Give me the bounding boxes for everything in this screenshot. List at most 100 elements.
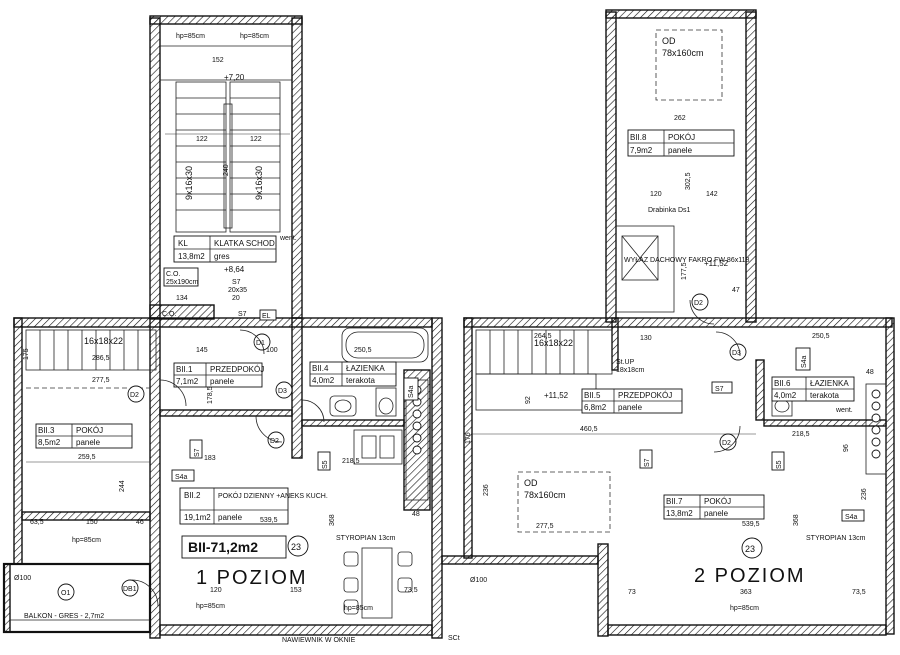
door-tag-label: DB1	[123, 586, 137, 593]
svg-text:13,8m2: 13,8m2	[666, 509, 693, 518]
svg-text:panele: panele	[218, 513, 243, 522]
dimension-label: 73	[628, 589, 636, 596]
dimension-label: 142	[706, 191, 718, 198]
apartment-number-badge	[741, 537, 763, 559]
shaft-dim-label: 20x35	[228, 287, 247, 294]
svg-text:POKÓJ: POKÓJ	[668, 133, 695, 142]
dimension-label: 368	[793, 514, 800, 526]
door-tag-db1	[121, 579, 139, 597]
svg-text:BII.7: BII.7	[666, 497, 683, 506]
svg-text:panele: panele	[668, 146, 693, 155]
room-tag-bii2: BII.2 POKÓJ DZIENNY +ANEKS KUCH. 19,1m2 …	[179, 487, 328, 525]
apartment-number: 23	[291, 542, 301, 552]
svg-text:7,1m2: 7,1m2	[176, 377, 199, 386]
svg-text:ŁAZIENKA: ŁAZIENKA	[346, 364, 385, 373]
stair-flights	[165, 81, 290, 233]
door-tags: D1 D2 D2 D2 D2 D3 D3	[127, 293, 747, 451]
dimension-label: 73,5	[404, 587, 418, 594]
stair-spec-label: 16x18x22	[534, 338, 573, 348]
dimension-label: 145	[196, 347, 208, 354]
dimension-label: 277,5	[92, 377, 110, 384]
svg-text:8,5m2: 8,5m2	[38, 438, 61, 447]
internal-stair-l2	[475, 329, 613, 411]
dimension-label: 539,5	[260, 517, 278, 524]
level-label: +11,52	[704, 259, 729, 268]
level2-walls	[441, 317, 895, 637]
dimension-label: 120	[650, 191, 662, 198]
svg-text:7,9m2: 7,9m2	[630, 146, 653, 155]
svg-text:terakota: terakota	[810, 391, 839, 400]
dimension-label: 240	[223, 164, 230, 176]
dimension-label: 218,5	[792, 431, 810, 438]
dimension-label: 153	[290, 587, 302, 594]
dimension-label: 236	[483, 484, 490, 496]
svg-text:D3: D3	[732, 350, 741, 357]
level-title: 2 POZIOM	[694, 565, 806, 587]
svg-text:D2: D2	[722, 440, 731, 447]
window-height-label: hp=85cm	[196, 603, 225, 610]
dimension-label: 46	[136, 519, 144, 526]
dimension-label: 244	[119, 480, 126, 492]
svg-text:BII.5: BII.5	[584, 391, 601, 400]
window-height-label: hp=85cm	[72, 537, 101, 544]
dimension-label: 96	[843, 444, 850, 452]
apartment-number: 23	[745, 544, 755, 554]
level-title: 1 POZIOM	[196, 567, 308, 589]
svg-text:BII.3: BII.3	[38, 426, 55, 435]
balcony-label: BALKON - GRES - 2,7m2	[24, 613, 104, 620]
dimension-label: 262	[674, 115, 686, 122]
room-tag-kl: KL KLATKA SCHOD. 13,8m2 gres	[173, 235, 277, 263]
dimension-label: 47	[732, 287, 740, 294]
room-tag-bii8: BII.8 POKÓJ 7,9m2 panele	[627, 129, 735, 157]
dimension-label: 177,5	[681, 262, 688, 280]
svg-text:D3: D3	[278, 388, 287, 395]
svg-text:BII.4: BII.4	[312, 364, 329, 373]
svg-text:BII.2: BII.2	[184, 491, 201, 500]
dimension-label: 100	[266, 347, 278, 354]
dimension-label: 363	[740, 589, 752, 596]
wall-type-tags: S4a S4a S4a S4a S5 S5 S7 S7 S7 EL	[171, 309, 865, 522]
apartment-code: BII-71,2m2	[188, 539, 258, 555]
shaft-label: C.O.	[162, 311, 176, 318]
svg-text:EL: EL	[262, 313, 271, 320]
bed-od-lower	[517, 471, 611, 533]
dimension-label: 20	[232, 295, 240, 302]
svg-text:S5: S5	[776, 460, 783, 469]
bed-size-label: 78x160cm	[662, 48, 704, 58]
ladder-label: Drabinka Ds1	[648, 207, 691, 214]
svg-text:POKÓJ DZIENNY +ANEKS KUCH.: POKÓJ DZIENNY +ANEKS KUCH.	[218, 491, 328, 500]
dimension-label: 302,5	[685, 172, 692, 190]
dimension-label: 539,5	[742, 521, 760, 528]
svg-text:S4a: S4a	[408, 385, 415, 398]
balcony	[2, 562, 152, 634]
dimension-label: 63,5	[30, 519, 44, 526]
roof-hatch-label: WYŁAZ DACHOWY FAKRO FW 86x118	[624, 257, 749, 264]
window-tag-label: O1	[61, 590, 70, 597]
room-tag-bii5: BII.5 PRZEDPOKÓJ 6,8m2 panele	[581, 388, 683, 414]
dimension-label: 73,5	[852, 589, 866, 596]
ventilation-label: went.	[279, 235, 297, 242]
dining-table	[343, 547, 413, 619]
dimension-label: 250,5	[354, 347, 372, 354]
bed-label: OD	[662, 36, 676, 46]
ventilation-label: went.	[835, 407, 853, 414]
svg-text:PRZEDPOKÓJ: PRZEDPOKÓJ	[210, 365, 264, 374]
svg-text:terakota: terakota	[346, 376, 375, 385]
svg-text:S5: S5	[322, 460, 329, 469]
shaft-label: S7	[238, 311, 247, 318]
dimension-label: 460,5	[580, 426, 598, 433]
window-height-label: hp=85cm	[176, 33, 205, 40]
shaft-co-tag: C.O. 25x190cm	[163, 267, 198, 287]
dimension-label: 183	[204, 455, 216, 462]
room-tag-bii6: BII.6 ŁAZIENKA 4,0m2 terakota	[771, 376, 855, 402]
svg-text:BII.8: BII.8	[630, 133, 647, 142]
svg-text:6,8m2: 6,8m2	[584, 403, 607, 412]
level-label: +11,52	[544, 391, 569, 400]
bed-label: OD	[524, 478, 538, 488]
roof-hatch	[615, 225, 675, 313]
kitchen-unit	[353, 379, 429, 501]
stair-spec-label: 9x16x30	[254, 166, 264, 200]
post-label: St.UP	[616, 359, 635, 366]
dimension-label: 122	[250, 136, 262, 143]
